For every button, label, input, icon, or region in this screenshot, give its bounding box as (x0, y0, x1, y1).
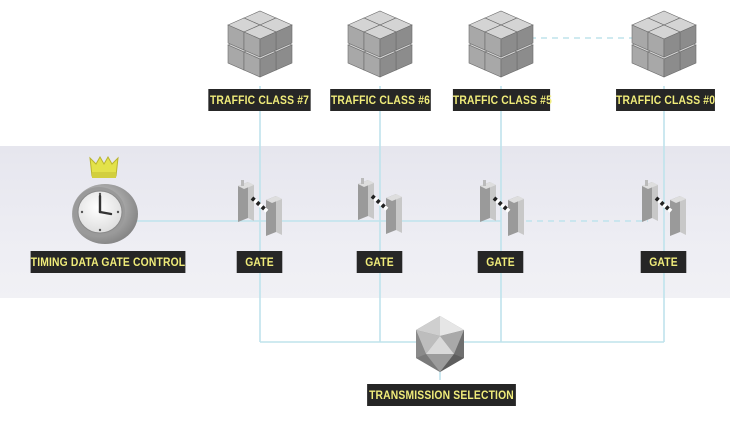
traffic-class-7-cube-icon (227, 10, 293, 78)
traffic-class-0-cube-icon (631, 10, 697, 78)
gate-1-icon (238, 180, 282, 236)
traffic-class-7-label: TRAFFIC CLASS #7 (208, 89, 311, 111)
gate-2-label: GATE (356, 251, 403, 273)
gate-4-label: GATE (640, 251, 687, 273)
gate-2-icon (358, 178, 402, 234)
gate-1-label: GATE (236, 251, 283, 273)
traffic-class-6-cube-icon (347, 10, 413, 78)
transmission-selection-label: TRANSMISSION SELECTION (367, 384, 516, 406)
gate-3-icon (480, 180, 524, 236)
gate-control-label: TIMING DATA GATE CONTROL (30, 251, 186, 273)
gate-4-icon (642, 180, 686, 236)
gate-3-label: GATE (477, 251, 524, 273)
transmission-icosahedron-icon (416, 316, 464, 372)
traffic-class-5-label: TRAFFIC CLASS #5 (452, 89, 552, 111)
traffic-class-5-cube-icon (468, 10, 534, 78)
traffic-class-0-label: TRAFFIC CLASS #0 (616, 89, 715, 111)
clock-crown-icon (72, 155, 138, 244)
traffic-class-6-label: TRAFFIC CLASS #6 (330, 89, 431, 111)
